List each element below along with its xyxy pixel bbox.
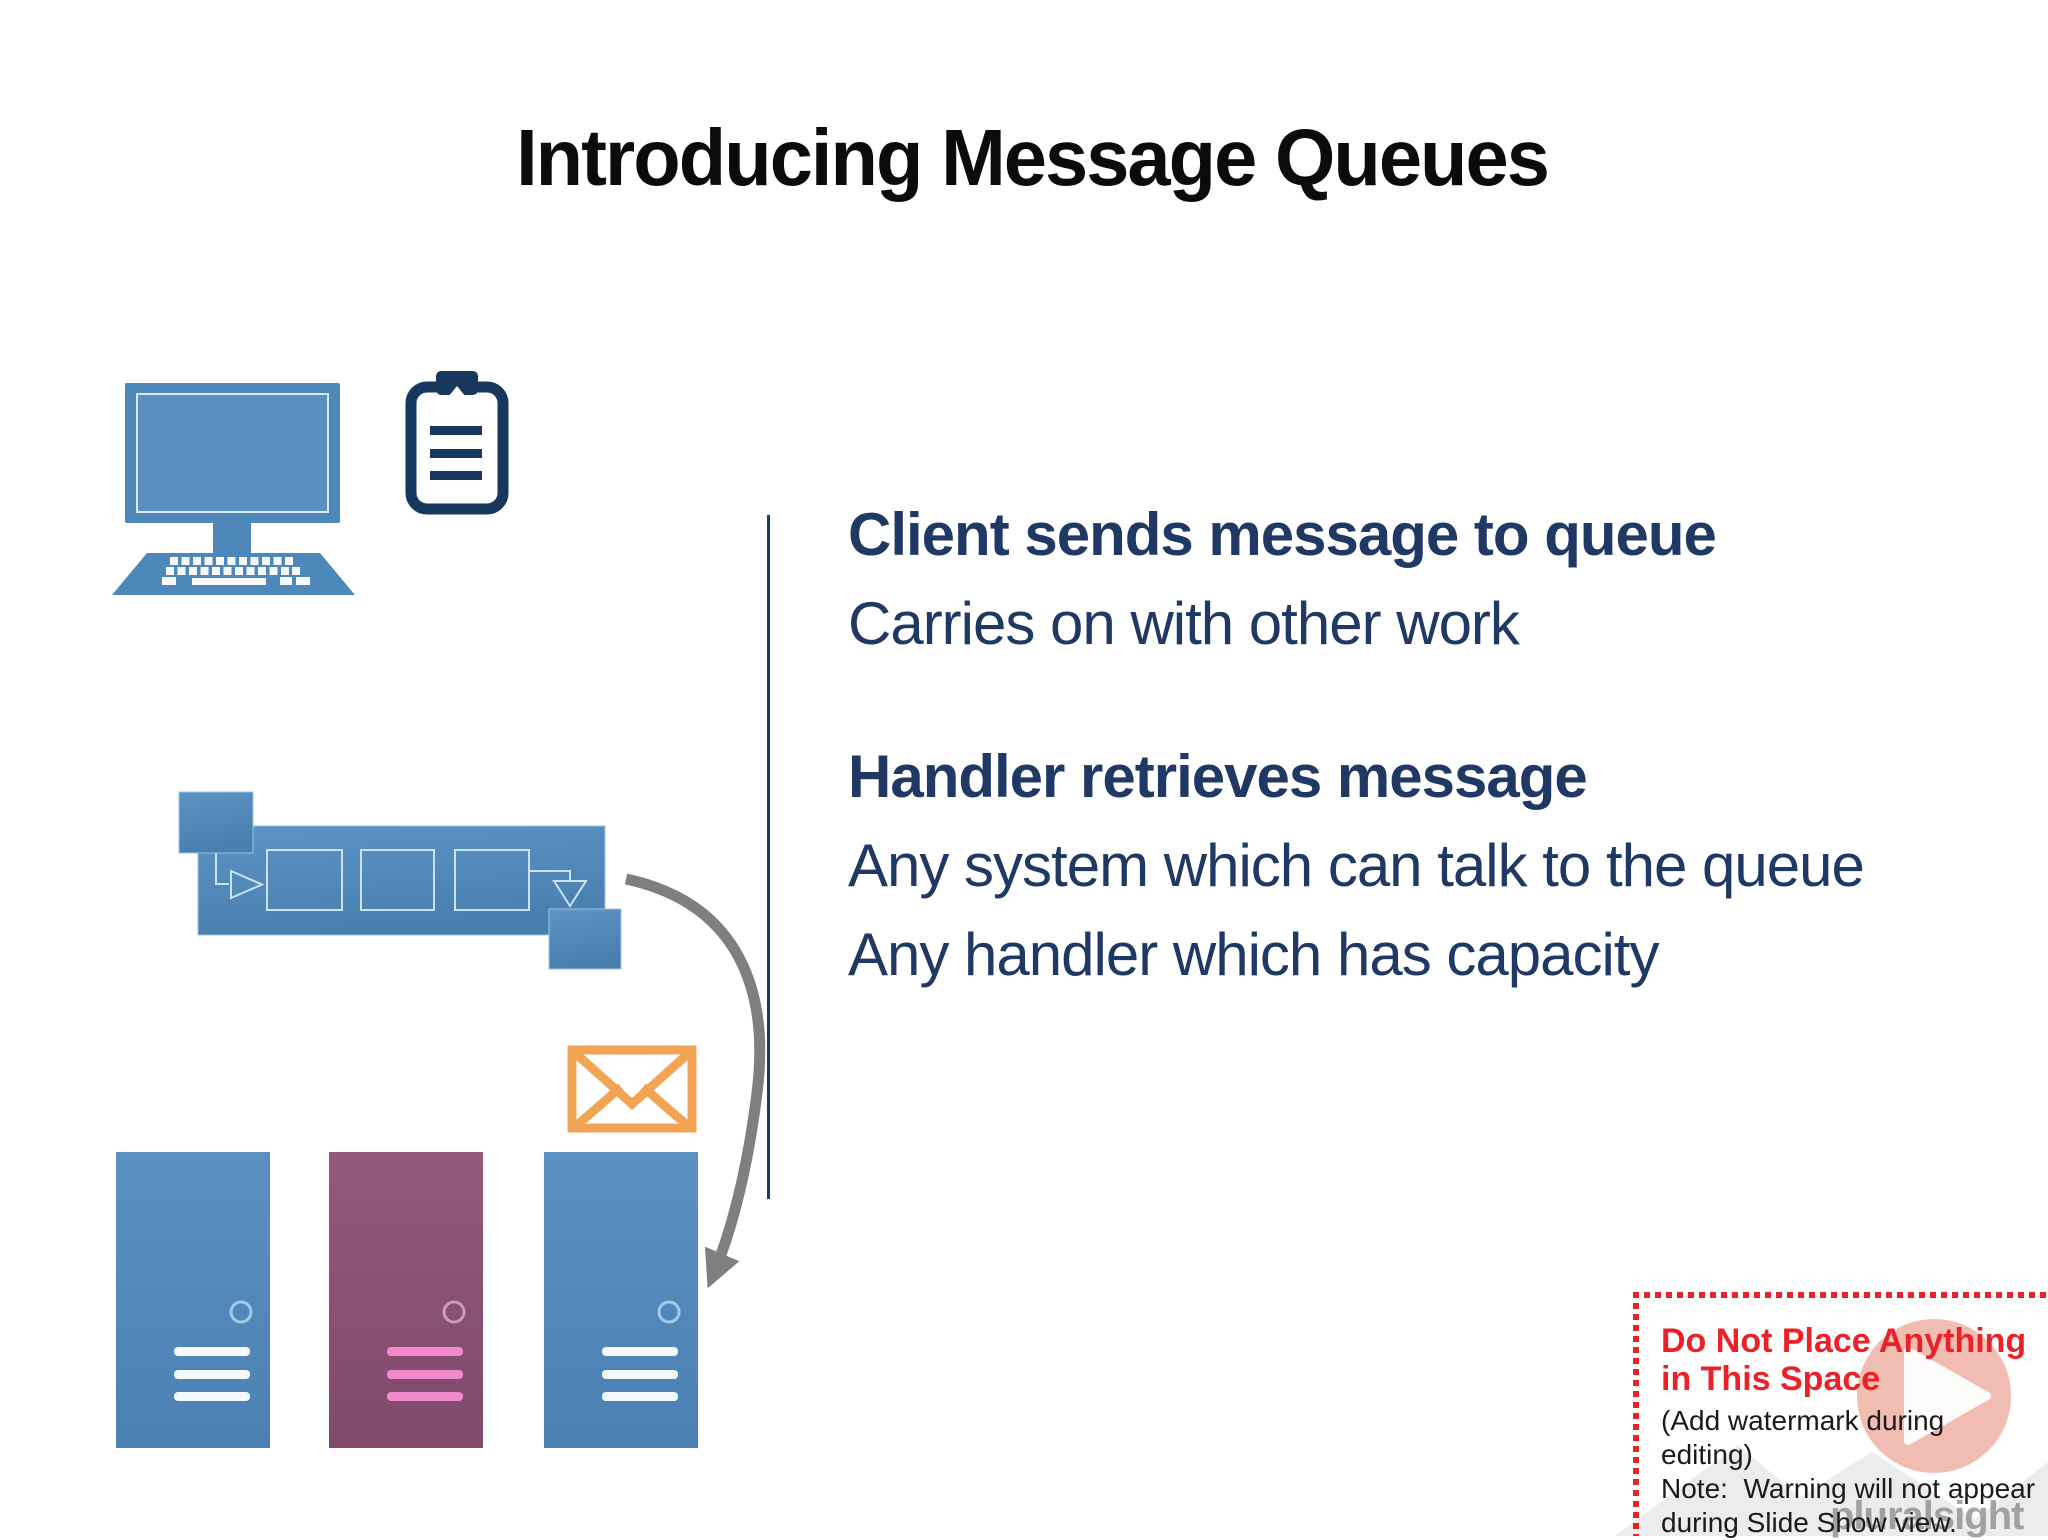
bullet-group-handler: Handler retrieves message Any system whi…	[848, 732, 1865, 999]
notice-body-line: (Add watermark during	[1661, 1405, 1945, 1436]
bullet-line: Any handler which has capacity	[848, 921, 1659, 988]
message-queue-icon	[178, 791, 622, 970]
mountain-watermark	[1615, 1445, 2048, 1536]
desktop-computer-icon	[112, 383, 355, 595]
bullet-group-client: Client sends message to queue Carries on…	[848, 490, 1717, 668]
notice-heading-line: in This Space	[1661, 1360, 1881, 1398]
server-tower-plum-icon	[329, 1152, 483, 1448]
server-tower-blue-1-icon	[116, 1152, 270, 1448]
bullet-line: Any system which can talk to the queue	[848, 832, 1865, 899]
server-tower-blue-2-icon	[544, 1152, 698, 1448]
pluralsight-logo-text: pluralsight	[1830, 1494, 2024, 1538]
clipboard-icon	[405, 371, 509, 515]
notice-body-line: during Slide Show view.	[1661, 1507, 1957, 1538]
play-button-watermark-icon	[1857, 1319, 2011, 1473]
vertical-divider	[767, 515, 770, 1199]
notice-body-line: editing)	[1661, 1439, 1753, 1470]
bullet-line: Carries on with other work	[848, 590, 1520, 657]
curved-arrow-icon	[624, 873, 766, 1289]
envelope-icon	[567, 1045, 697, 1133]
bullet-heading: Handler retrieves message	[848, 743, 1588, 810]
notice-body-line: Note: Warning will not appear	[1661, 1473, 2036, 1504]
bullet-heading: Client sends message to queue	[848, 501, 1717, 568]
notice-dotted-border-left	[1633, 1292, 1639, 1536]
page-title: Introducing Message Queues	[516, 113, 1550, 202]
notice-dotted-border-top	[1633, 1292, 2048, 1298]
notice-heading-line: Do Not Place Anything	[1661, 1322, 2027, 1360]
